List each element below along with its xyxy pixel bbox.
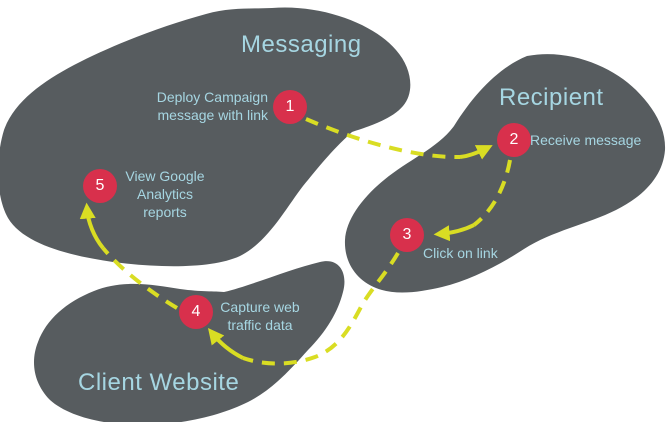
step-label-5: View Google Analytics reports bbox=[125, 168, 205, 220]
step-label-4: Capture web traffic data bbox=[220, 299, 300, 333]
step-marker-4: 4 bbox=[179, 295, 213, 329]
step-marker-2: 2 bbox=[497, 123, 531, 157]
step-label-2: Receive message bbox=[530, 132, 642, 148]
step-marker-1: 1 bbox=[273, 90, 307, 124]
step-marker-3: 3 bbox=[390, 218, 424, 252]
step-marker-5: 5 bbox=[83, 169, 117, 203]
recipient-blob-shape bbox=[344, 54, 666, 293]
arrow-step3-to-step4 bbox=[208, 251, 400, 366]
step-number-2: 2 bbox=[509, 131, 519, 148]
zone-title-recipient: Recipient bbox=[499, 84, 604, 111]
zone-title-messaging: Messaging bbox=[241, 31, 362, 58]
step-number-5: 5 bbox=[95, 177, 105, 194]
zone-title-client-website: Client Website bbox=[78, 369, 240, 396]
step-label-3: Click on link bbox=[423, 245, 498, 261]
step-number-1: 1 bbox=[285, 98, 295, 115]
arrow-step4-to-step5 bbox=[79, 202, 179, 310]
arrow-step2-to-step3 bbox=[433, 159, 512, 242]
step-label-1: Deploy Campaign message with link bbox=[156, 89, 268, 123]
client-website-blob-shape bbox=[34, 261, 345, 422]
step-number-4: 4 bbox=[191, 303, 201, 320]
arrow-step1-to-step2 bbox=[305, 117, 493, 160]
step-number-3: 3 bbox=[402, 226, 412, 243]
